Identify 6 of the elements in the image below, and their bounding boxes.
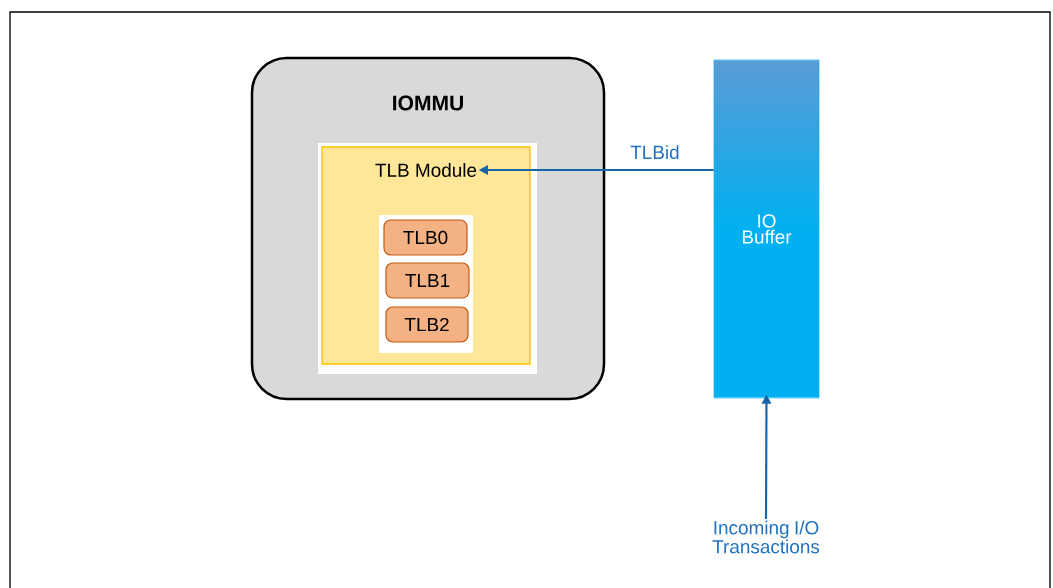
tlb-box: TLB0 (383, 219, 468, 256)
tlb-box: TLB2 (385, 306, 469, 343)
edge-label: TLBid (630, 145, 679, 160)
text-label: Incoming I/O Transactions (712, 520, 820, 554)
tlb-box: TLB1 (385, 262, 470, 299)
buffer-bar: IO Buffer (713, 59, 820, 399)
